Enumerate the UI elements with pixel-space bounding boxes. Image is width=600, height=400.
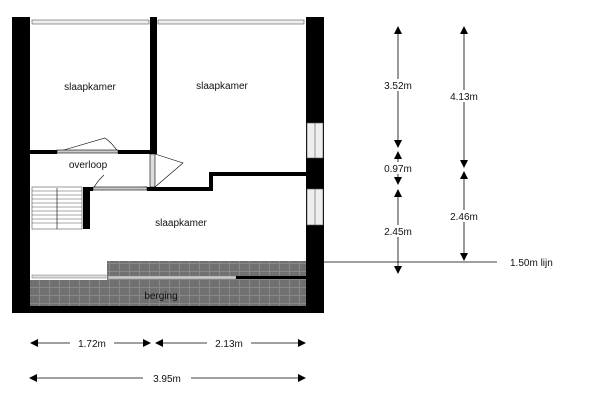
wall [236, 276, 306, 279]
dim-label-2-46: 2.46m [450, 212, 478, 223]
dim-label-4-13: 4.13m [450, 92, 478, 103]
room-label-bedroom-top-right: slaapkamer [196, 81, 248, 92]
storage-partition [31, 274, 107, 279]
dim-label-0-97: 0.97m [384, 164, 412, 175]
walls [12, 17, 324, 313]
staircase [31, 186, 83, 230]
dim-label-3-52: 3.52m [384, 81, 412, 92]
storage-sliding-door [107, 275, 237, 280]
room-label-bedroom-top-left: slaapkamer [64, 82, 116, 93]
room-label-storage: berging [144, 291, 177, 302]
dim-label-2-45: 2.45m [384, 227, 412, 238]
storage-overhang [107, 261, 306, 280]
room-label-landing: overloop [69, 160, 108, 171]
room-label-bedroom-bottom: slaapkamer [155, 218, 207, 229]
dim-label-3-95: 3.95m [153, 374, 181, 385]
storage-area [30, 280, 306, 306]
height-line-label: 1.50m lijn [510, 258, 553, 269]
windows [31, 19, 324, 226]
dim-label-2-13: 2.13m [215, 339, 243, 350]
doors [56, 137, 184, 191]
dim-label-1-72: 1.72m [78, 339, 106, 350]
